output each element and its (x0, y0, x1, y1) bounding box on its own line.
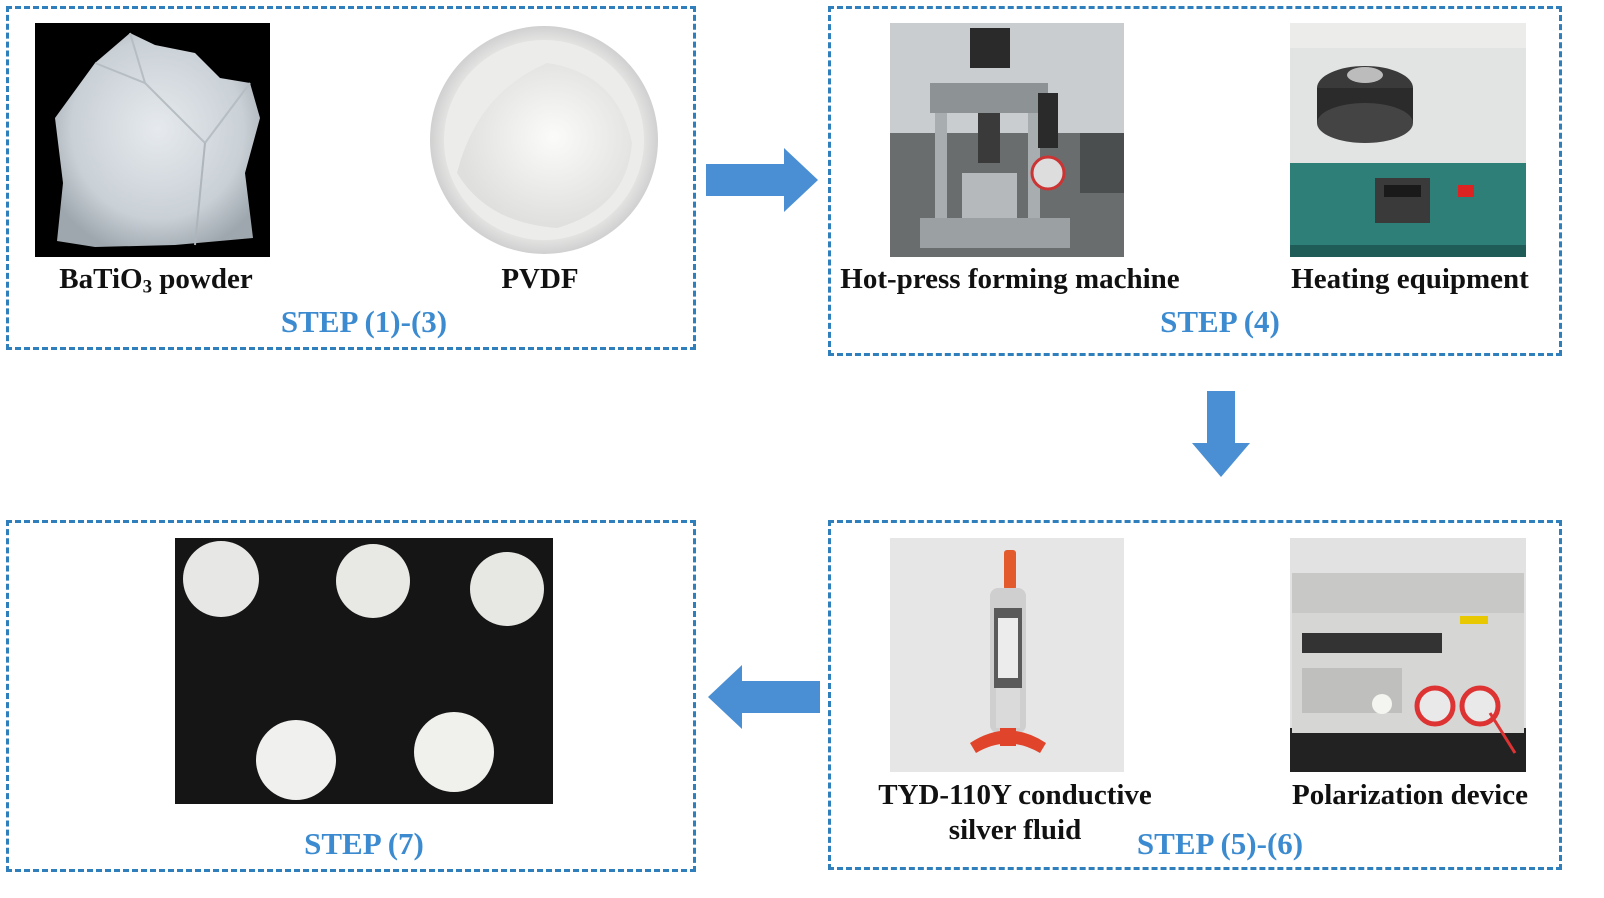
panel-step-5-6 (828, 520, 1562, 870)
batio3-powder-photo (35, 23, 270, 257)
step-label-7: STEP (7) (304, 826, 424, 861)
silver-fluid-photo (890, 538, 1124, 772)
polarization-device-photo (1290, 538, 1526, 772)
sample-disc-1 (183, 541, 259, 617)
step-label-5-6: STEP (5)-(6) (1136, 826, 1304, 861)
silver-fluid-caption-line2: silver fluid (948, 813, 1082, 846)
hot-press-caption: Hot-press forming machine (840, 263, 1180, 295)
pvdf-caption: PVDF (501, 263, 579, 295)
silver-fluid-caption: TYD-110Y conductive silver fluid (862, 778, 1168, 848)
batio3-caption: BaTiO3 powder (59, 263, 253, 298)
arrow-right-icon (706, 148, 818, 212)
pvdf-powder-photo (427, 23, 662, 257)
arrow-down-icon (1192, 391, 1250, 477)
sample-disc-4 (256, 720, 336, 800)
silver-fluid-caption-line1: TYD-110Y conductive (878, 779, 1152, 811)
hot-press-photo (890, 23, 1124, 257)
sample-disc-2 (336, 544, 410, 618)
step-label-1-3: STEP (1)-(3) (280, 304, 448, 339)
sample-disc-3 (470, 552, 544, 626)
heating-equipment-caption: Heating equipment (1291, 263, 1529, 295)
polarization-device-caption: Polarization device (1292, 779, 1528, 811)
panel-step-4 (828, 6, 1562, 356)
step-label-4: STEP (4) (1160, 304, 1280, 339)
sample-disc-5 (414, 712, 494, 792)
sample-discs-photo (175, 538, 553, 804)
panel-step-7 (6, 520, 696, 872)
heating-equipment-photo (1290, 23, 1526, 257)
panel-step-1-3 (6, 6, 696, 350)
arrow-left-icon (708, 665, 820, 729)
